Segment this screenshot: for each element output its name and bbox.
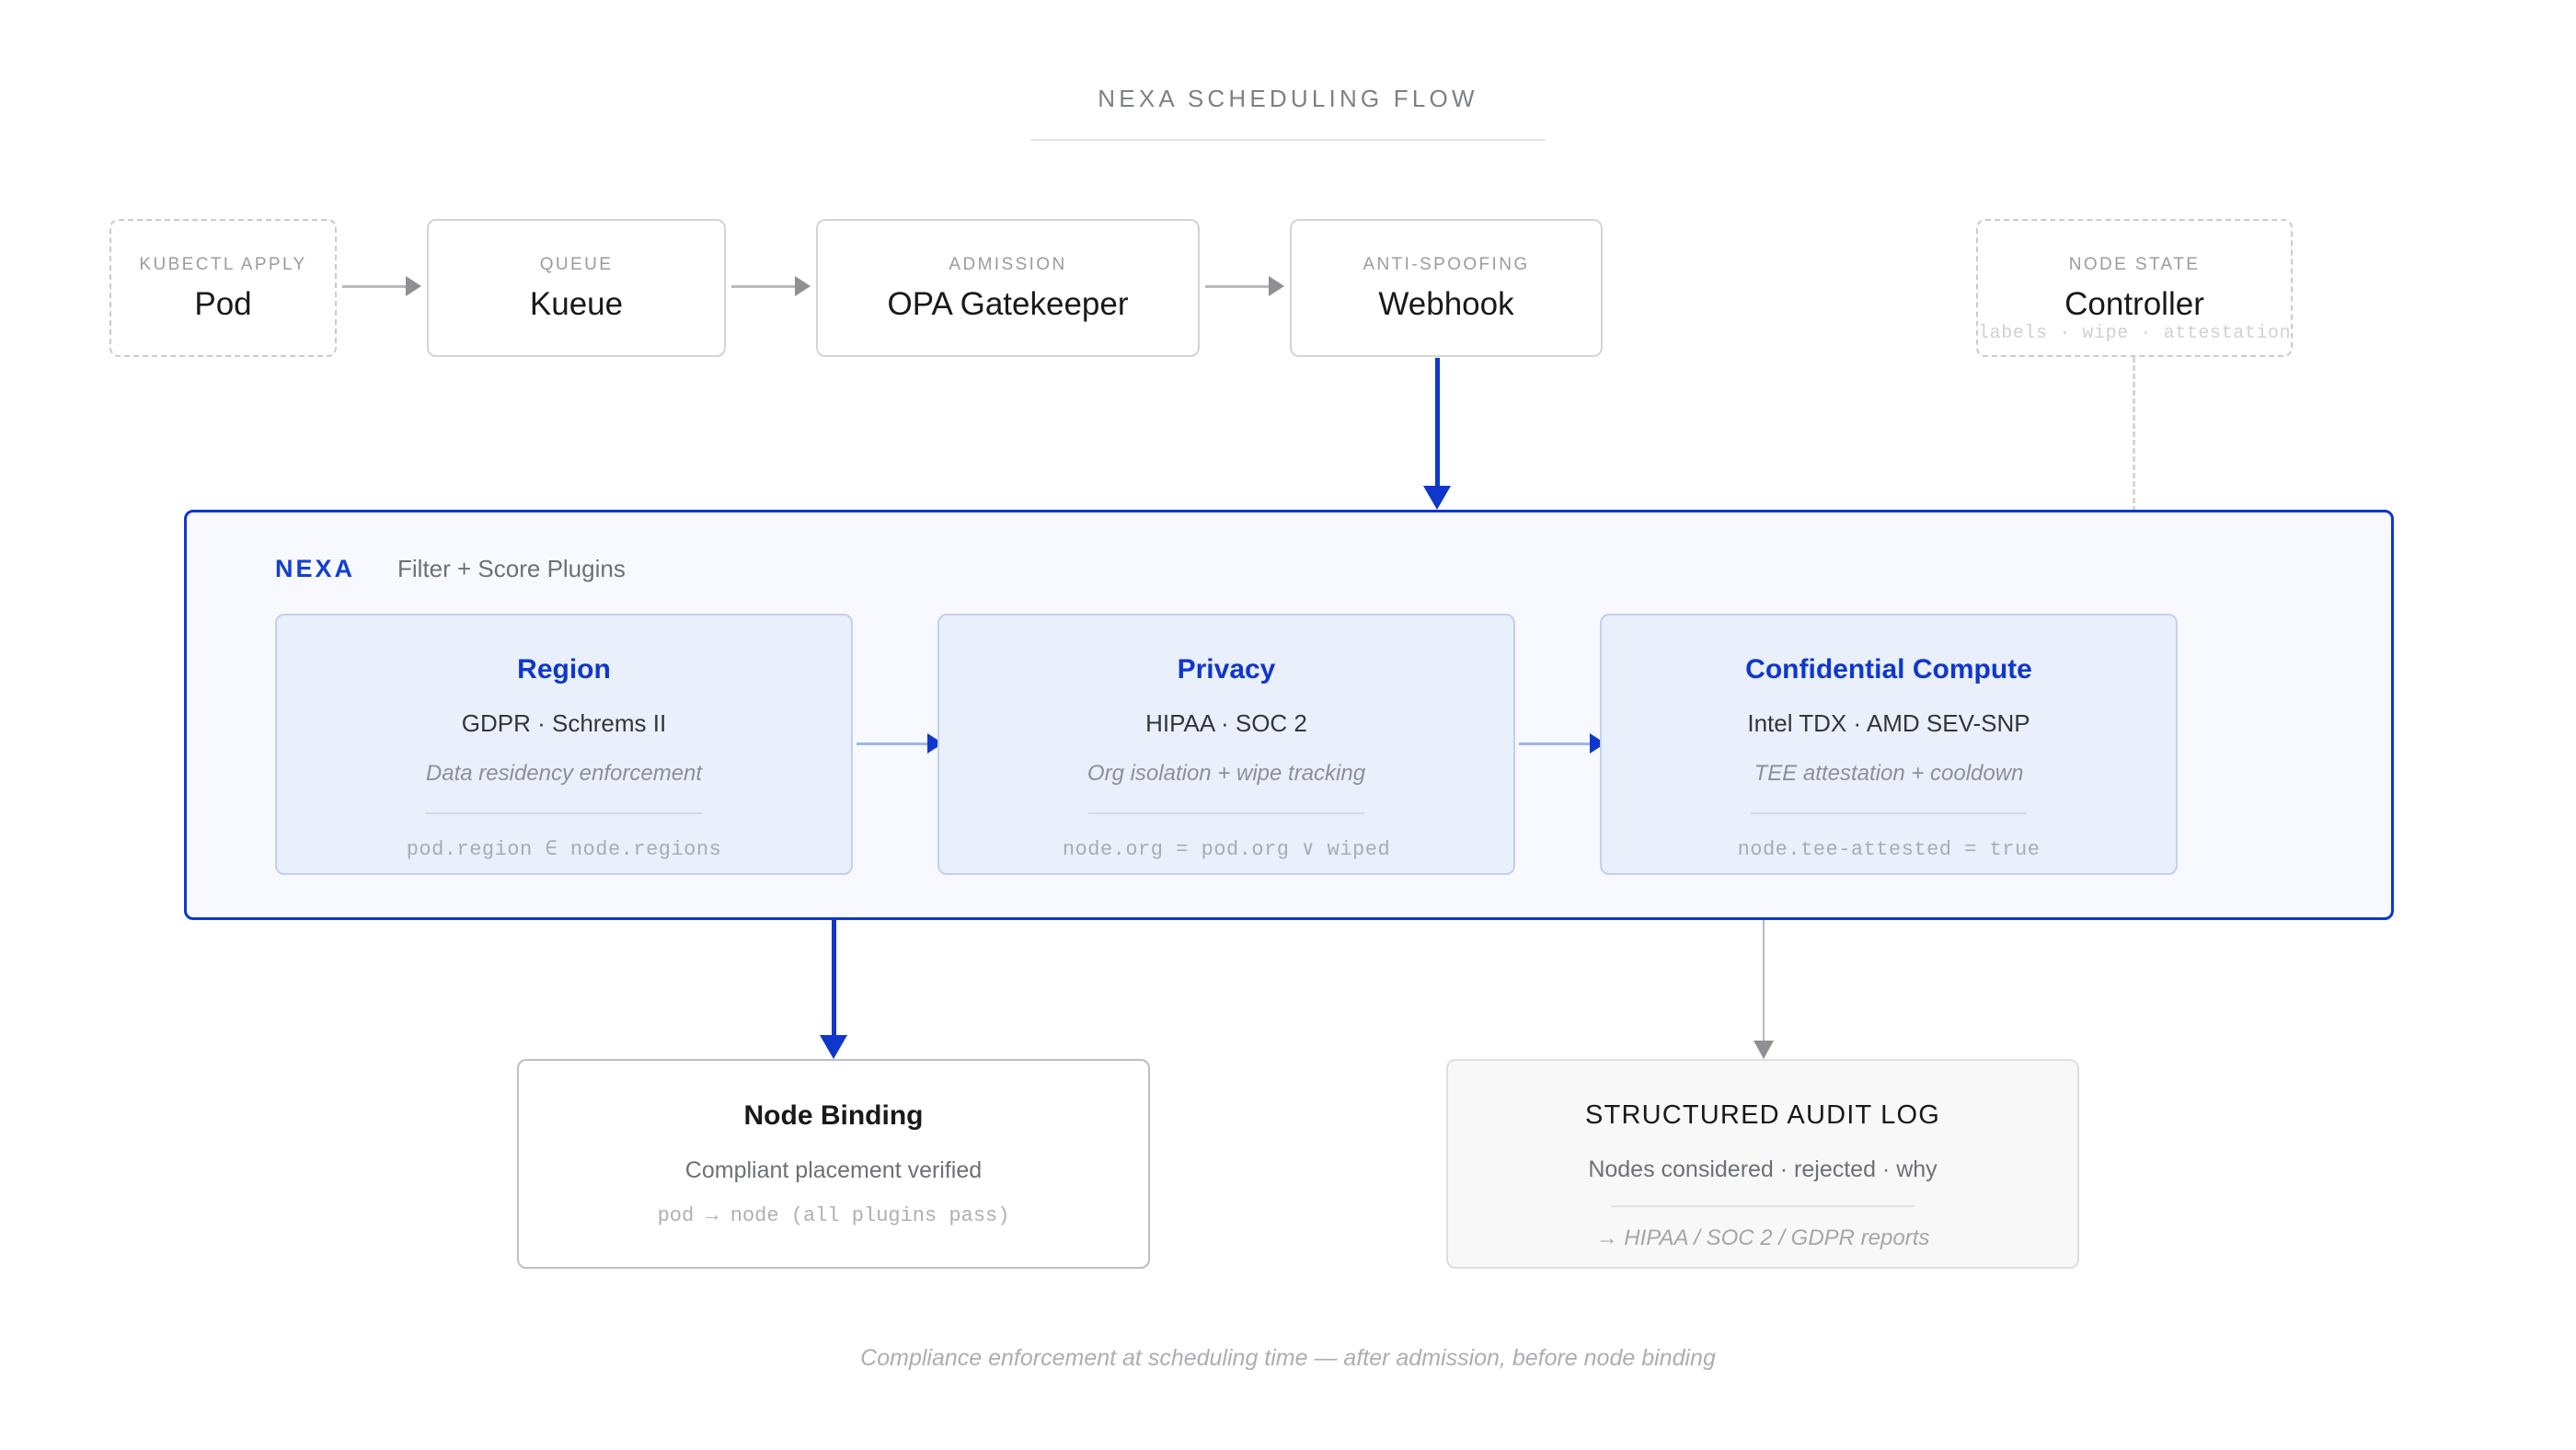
plugin-rule: node.tee-attested = true — [1737, 838, 2041, 861]
plugin-title: Confidential Compute — [1745, 654, 2032, 685]
plugin-description: Data residency enforcement — [425, 761, 703, 786]
plugin-divider — [426, 812, 702, 814]
outcome-box-node-binding[interactable]: Node Binding Compliant placement verifie… — [517, 1059, 1150, 1269]
title-block: NEXA SCHEDULING FLOW — [0, 85, 2576, 141]
footer-caption: Compliance enforcement at scheduling tim… — [860, 1345, 1716, 1371]
arrow-shaft — [1205, 284, 1269, 288]
arrow-head — [1423, 486, 1451, 510]
plugin-rule: node.org = pod.org ∨ wiped — [1062, 838, 1391, 861]
stage-box-kueue[interactable]: QUEUE Kueue — [427, 219, 726, 357]
plugin-card-region[interactable]: Region GDPR · Schrems II Data residency … — [275, 614, 853, 875]
plugin-standards: Intel TDX · AMD SEV-SNP — [1747, 709, 2030, 737]
arrow-privacy-to-confidential-compute — [1519, 733, 1605, 754]
plugin-title: Region — [517, 654, 611, 685]
arrow-shaft — [1519, 742, 1590, 745]
stage-kicker: NODE STATE — [2068, 255, 2201, 274]
arrow-shaft — [731, 284, 795, 288]
stage-box-webhook[interactable]: ANTI-SPOOFING Webhook — [1290, 219, 1603, 357]
arrow-shaft — [342, 284, 406, 288]
outcome-divider — [1611, 1205, 1915, 1207]
arrow-head — [406, 276, 421, 296]
stage-title: Kueue — [529, 286, 624, 322]
arrow-shaft — [831, 920, 836, 1035]
nexa-panel: NEXA Filter + Score Plugins Region GDPR … — [184, 510, 2394, 920]
outcome-report-note: → HIPAA / SOC 2 / GDPR reports — [1595, 1226, 1930, 1250]
plugin-card-privacy[interactable]: Privacy HIPAA · SOC 2 Org isolation + wi… — [937, 614, 1515, 875]
nexa-header: NEXA Filter + Score Plugins — [275, 555, 626, 583]
stage-box-node-state-controller[interactable]: NODE STATE Controller labels · wipe · at… — [1976, 219, 2293, 357]
stage-title: Controller — [2064, 286, 2204, 322]
arrow-shaft — [857, 742, 927, 745]
arrow-pod-to-kueue — [342, 276, 421, 296]
stage-kicker: QUEUE — [539, 255, 614, 274]
outcome-title: STRUCTURED AUDIT LOG — [1584, 1100, 1940, 1130]
stage-kicker: ANTI-SPOOFING — [1363, 255, 1530, 274]
plugin-description: TEE attestation + cooldown — [1754, 761, 2024, 786]
outcome-title: Node Binding — [743, 1100, 924, 1131]
arrow-region-to-privacy — [857, 733, 943, 754]
arrow-shaft — [1763, 920, 1765, 1041]
arrow-head — [1754, 1041, 1774, 1059]
title-divider — [1030, 139, 1546, 141]
stage-title: Pod — [194, 286, 252, 322]
outcome-subtitle: Compliant placement verified — [684, 1157, 983, 1183]
connector-controller-to-nexa — [2133, 357, 2135, 512]
outcome-mono-note: pod → node (all plugins pass) — [657, 1204, 1010, 1227]
arrow-gatekeeper-to-webhook — [1205, 276, 1284, 296]
arrow-shaft — [1434, 358, 1440, 486]
arrow-head — [1269, 276, 1284, 296]
plugin-rule: pod.region ∈ node.regions — [406, 838, 722, 861]
arrow-kueue-to-gatekeeper — [731, 276, 811, 296]
stage-kicker: ADMISSION — [949, 255, 1067, 274]
plugin-standards: HIPAA · SOC 2 — [1145, 709, 1307, 737]
stage-title: Webhook — [1378, 286, 1514, 322]
stage-box-pod[interactable]: KUBECTL APPLY Pod — [109, 219, 337, 357]
node-state-attributes: labels · wipe · attestation — [1978, 323, 2292, 344]
plugin-title: Privacy — [1177, 654, 1276, 685]
outcome-box-audit-log[interactable]: STRUCTURED AUDIT LOG Nodes considered · … — [1446, 1059, 2079, 1269]
plugin-card-confidential-compute[interactable]: Confidential Compute Intel TDX · AMD SEV… — [1600, 614, 2178, 875]
plugin-description: Org isolation + wipe tracking — [1087, 761, 1366, 786]
arrow-head — [820, 1035, 847, 1059]
arrow-head — [795, 276, 811, 296]
stage-kicker: KUBECTL APPLY — [139, 255, 307, 274]
outcome-subtitle: Nodes considered · rejected · why — [1588, 1157, 1938, 1182]
arrow-nexa-to-audit-log — [1754, 920, 1774, 1059]
plugin-standards: GDPR · Schrems II — [461, 709, 667, 737]
arrow-nexa-to-node-binding — [820, 920, 847, 1059]
arrow-webhook-to-nexa — [1423, 358, 1451, 510]
plugin-divider — [1088, 812, 1364, 814]
stage-title: OPA Gatekeeper — [887, 286, 1129, 322]
nexa-brand-label: NEXA — [275, 555, 356, 582]
nexa-subtitle-label: Filter + Score Plugins — [397, 555, 626, 582]
stage-box-opa-gatekeeper[interactable]: ADMISSION OPA Gatekeeper — [816, 219, 1200, 357]
page-title: NEXA SCHEDULING FLOW — [1098, 85, 1478, 112]
plugin-divider — [1751, 812, 2027, 814]
